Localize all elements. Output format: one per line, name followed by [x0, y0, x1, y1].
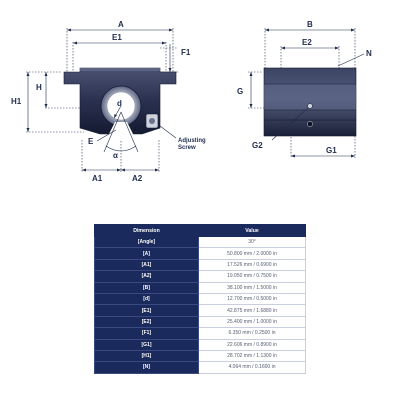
table-row: [Angle]30° [94, 235, 306, 249]
table-row: [A]50.800 mm / 2.0000 in [94, 247, 306, 260]
value-cell: 30° [198, 235, 306, 249]
label-G1: G1 [326, 146, 337, 155]
label-H: H [36, 83, 42, 92]
value-cell: 50.800 mm / 2.0000 in [198, 247, 306, 260]
side-screw-hole-upper [307, 103, 313, 109]
label-G: G [237, 87, 243, 96]
dimension-cell: [E2] [94, 315, 199, 329]
front-view [26, 28, 178, 172]
value-cell: 4.064 mm / 0.1600 in [198, 361, 306, 374]
drawing-labels: A E1 F1 H H1 d E α A1 A2 Adjusting Screw… [11, 20, 372, 183]
label-B: B [307, 20, 313, 29]
label-A: A [118, 20, 124, 29]
label-adjusting: Adjusting [178, 138, 206, 144]
table-row: [A1]17.526 mm / 0.6900 in [94, 258, 306, 272]
value-cell: 22.606 mm / 0.8900 in [198, 338, 306, 351]
dimension-cell: [F1] [94, 327, 199, 340]
label-E: E [88, 137, 94, 146]
label-E2: E2 [302, 38, 312, 47]
value-cell: 19.050 mm / 0.7500 in [198, 270, 306, 283]
dimension-cell: [N] [94, 361, 199, 374]
table-row: [F1]6.350 mm / 0.2500 in [94, 327, 306, 340]
dimension-cell: [A2] [94, 270, 199, 283]
label-N: N [366, 49, 372, 58]
label-E1: E1 [112, 33, 122, 42]
dimension-cell: [Angle] [94, 235, 199, 249]
value-cell: 28.702 mm / 1.1300 in [198, 349, 306, 363]
table-row: [d]12.700 mm / 0.5000 in [94, 292, 306, 306]
value-cell: 17.526 mm / 0.6900 in [198, 258, 306, 272]
table-row: [B]38.100 mm / 1.5000 in [94, 281, 306, 294]
table-row: [N]4.064 mm / 0.1600 in [94, 361, 306, 374]
label-screw: Screw [178, 145, 196, 151]
dimension-cell: [B] [94, 281, 199, 294]
dimension-cell: [d] [94, 292, 199, 306]
value-cell: 25.400 mm / 1.0000 in [198, 315, 306, 329]
header-value: Value [198, 224, 306, 237]
value-cell: 38.100 mm / 1.5000 in [198, 281, 306, 294]
dimension-cell: [G1] [94, 338, 199, 351]
label-d: d [117, 99, 122, 108]
label-A1: A1 [92, 174, 103, 183]
label-F1: F1 [181, 48, 191, 57]
value-cell: 12.700 mm / 0.5000 in [198, 292, 306, 306]
value-cell: 42.875 mm / 1.6880 in [198, 304, 306, 317]
dimension-table: Dimension Value [Angle]30° [A]50.800 mm … [94, 224, 306, 374]
front-view-body [63, 67, 177, 153]
side-view-body [263, 53, 365, 141]
table-header-row: Dimension Value [94, 224, 306, 237]
table-row: [E2]25.400 mm / 1.0000 in [94, 315, 306, 329]
label-H1: H1 [11, 97, 22, 106]
table-row: [H1]28.702 mm / 1.1300 in [94, 349, 306, 363]
header-dimension: Dimension [94, 224, 199, 237]
value-cell: 6.350 mm / 0.2500 in [198, 327, 306, 340]
table-row: [E1]42.875 mm / 1.6880 in [94, 304, 306, 317]
dimension-cell: [H1] [94, 349, 199, 363]
label-A2: A2 [132, 174, 143, 183]
dimension-cell: [A1] [94, 258, 199, 272]
table-row: [G1]22.606 mm / 0.8900 in [94, 338, 306, 351]
label-G2: G2 [252, 141, 263, 150]
side-screw-hole-lower [307, 121, 313, 127]
technical-drawing: A E1 F1 H H1 d E α A1 A2 Adjusting Screw… [11, 20, 372, 183]
table-row: [A2]19.050 mm / 0.7500 in [94, 270, 306, 283]
dimension-cell: [A] [94, 247, 199, 260]
label-alpha: α [113, 151, 118, 160]
dimension-cell: [E1] [94, 304, 199, 317]
